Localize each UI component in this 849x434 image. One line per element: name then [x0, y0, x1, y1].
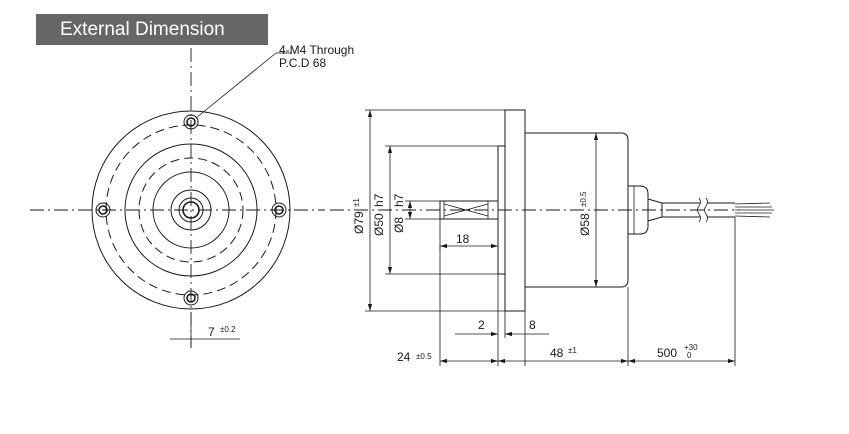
pilot-circle: [152, 171, 230, 249]
shaft-profile: [439, 200, 499, 220]
dim-offset-value: 7: [208, 325, 215, 339]
dim-shaft-dia-value: Ø8: [392, 217, 406, 233]
cable-break-2: [704, 197, 708, 223]
side-view: Ø79 ±1 Ø50 h7 Ø8 h7 Ø58 ±0.5 18 2 8: [330, 109, 774, 366]
dim-offset-tol: ±0.2: [220, 325, 236, 334]
mounting-hole-left: [95, 202, 111, 218]
dim-body-len-tol: ±1: [568, 346, 577, 355]
dim-flange-thick-value: 8: [529, 318, 536, 332]
dim-flange-dia-value: Ø79: [352, 211, 366, 234]
dim-shaft-len-value: 24: [397, 350, 411, 364]
cable-break-1: [697, 197, 701, 223]
callout-leader: [195, 52, 277, 119]
cable-strain-relief: [647, 198, 663, 222]
body-profile: [524, 132, 629, 288]
dim-shaft-key-value: 18: [456, 232, 470, 246]
callout-thread: 4-M4 Through: [279, 43, 354, 57]
flange-profile: [504, 109, 526, 312]
shaft-circle: [182, 201, 200, 219]
dim-flange-dia-tol: ±1: [352, 198, 361, 207]
hub-circle: [170, 189, 212, 231]
mounting-holes: [95, 114, 287, 306]
dim-cable-len-tol-lower: 0: [687, 351, 692, 360]
mounting-hole-bottom: [183, 290, 199, 306]
dim-shaft-len-tol: ±0.5: [416, 352, 432, 361]
dim-cable-len-tol-upper: +30: [684, 343, 698, 352]
callout-pcd: P.C.D 68: [279, 56, 326, 70]
dim-body-dia-tol: ±0.5: [579, 191, 588, 207]
shaft-outer-circle: [178, 197, 204, 223]
pilot-hidden-circle: [138, 157, 244, 263]
pcd-circle: [105, 124, 277, 296]
dim-body-dia-value: Ø58: [578, 213, 592, 236]
dim-body-len-value: 48: [550, 346, 564, 360]
mounting-hole-top: [183, 114, 199, 130]
dim-pilot-len-value: 2: [478, 318, 485, 332]
dim-pilot-dia-value: Ø50: [372, 213, 386, 236]
mounting-hole-right: [271, 202, 287, 218]
dim-cable-len-value: 500: [657, 346, 677, 360]
dim-pilot-dia-tol: h7: [372, 193, 386, 207]
flange-outer-circle: [91, 110, 291, 310]
dim-shaft-dia-tol: h7: [392, 193, 406, 207]
shaft-flat-cross-2: [443, 203, 489, 217]
cable-wires: [734, 202, 774, 218]
section-title: External Dimension: [36, 14, 268, 45]
cable-gland-profile: [628, 185, 649, 235]
body-circle: [124, 143, 258, 277]
front-view: 4-M4 Through P.C.D 68 7 ±0.2: [30, 43, 354, 348]
